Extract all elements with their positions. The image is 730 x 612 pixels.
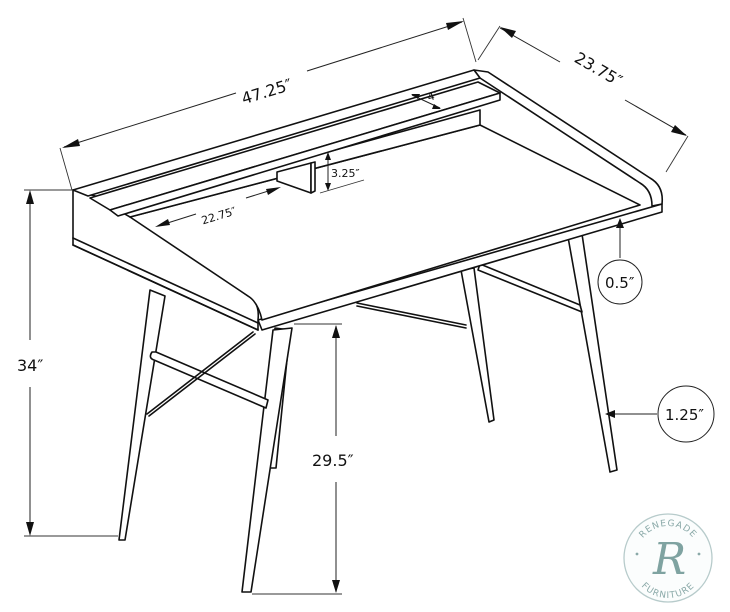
label-width: 47.25″ [239,75,294,108]
label-shelf-depth: 4″ [426,88,440,104]
extension-line-width-left [59,147,73,191]
label-depth: 23.75″ [571,48,625,90]
dimension-total-height: 34″ [17,189,118,537]
arrow-shelf-down-icon [325,183,331,191]
callout-leg-diameter: 1.25″ [605,385,715,443]
label-top-thickness: 0.5″ [605,274,635,292]
leg-front-center [241,327,293,593]
callout-circle-thickness [597,259,643,305]
desk-body [72,69,664,331]
arrow-clearance-up-icon [332,325,340,338]
callout-circle-leg [657,385,715,443]
extension-line-width-right [462,17,477,63]
brace-left-diagonal [146,331,256,417]
desk-surface [129,124,641,321]
extension-line-depth-left [477,25,501,61]
logo-dot-left [635,552,639,556]
arrow-shelf-b-icon [432,104,441,109]
arrow-down-right-icon [671,125,687,136]
shelf-support-side [310,161,316,194]
side-panel-left-bottom-edge [72,244,259,331]
dimension-shelf-depth: 4″ [411,88,441,109]
arrow-shelf-up-icon [325,152,331,160]
stretcher-right [477,263,583,313]
logo-monogram: R [652,534,686,585]
label-total-height: 34″ [17,356,43,375]
leg-front-left [118,289,166,541]
dimension-clearance: 29.5″ [252,323,354,595]
hutch-shelf-front [109,92,501,217]
dimension-line-width-b [306,21,463,72]
arrow-inner-right-icon [266,187,281,195]
side-panel-left-lower-line [72,237,259,324]
arrow-height-up-icon [26,190,34,204]
extension-line-depth-right [665,135,689,173]
desk-legs [118,233,618,593]
arrow-clearance-down-icon [332,580,340,593]
arrow-height-down-icon [26,522,34,536]
extension-line-shelf-height [319,179,365,194]
desk-stretchers [146,263,583,417]
renegade-furniture-logo: RENEGADE FURNITURE R [623,513,713,603]
callout-top-thickness: 0.5″ [597,218,643,305]
arrow-leg-left-icon [605,410,615,418]
leg-back-middle [460,267,495,423]
label-shelf-height: 3.25″ [331,167,360,180]
logo-dot-right [697,552,701,556]
dimension-line-width-a [63,92,237,148]
dimension-shelf-height: 3.25″ [319,152,365,194]
logo-ring [623,513,713,603]
arrow-right-icon [446,21,464,30]
side-rail-left-top [72,69,481,197]
arrow-thickness-up-icon [616,218,624,228]
arrow-shelf-a-icon [411,94,420,99]
stretcher-left [149,351,269,409]
label-leg-diameter: 1.25″ [665,406,704,424]
arrow-left-icon [62,139,80,148]
desk-top-front-edge [257,203,663,331]
side-rail-right [473,69,664,207]
arrow-up-left-icon [500,27,516,38]
arrow-inner-left-icon [155,219,170,227]
label-clearance: 29.5″ [312,451,354,470]
brace-back-diagonal [356,302,467,329]
